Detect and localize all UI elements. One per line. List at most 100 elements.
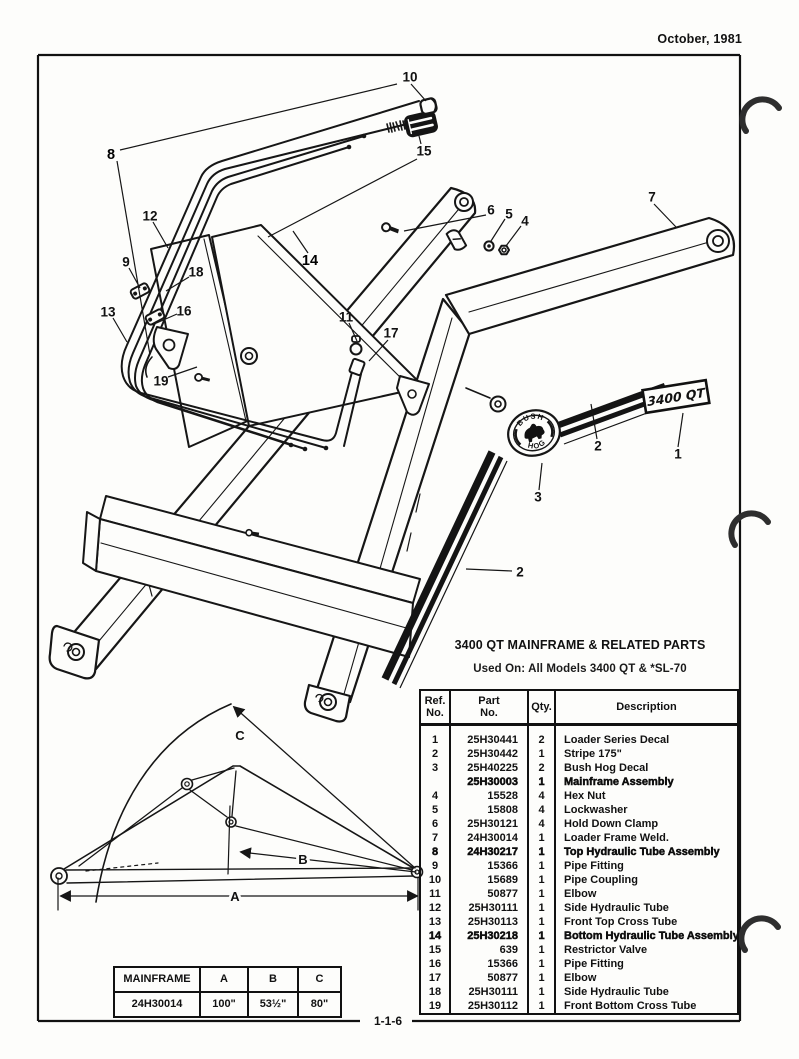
elbow-fitting	[348, 357, 366, 377]
cell-desc: Restrictor Valve	[554, 943, 738, 957]
cell-ref: 15	[428, 944, 442, 956]
cell-qty: 2	[527, 724, 555, 747]
restrictor-valve	[404, 110, 438, 138]
decals: BUSH HOG 3400 QT	[381, 378, 711, 689]
cell-desc: Top Hydraulic Tube Assembly	[554, 845, 738, 859]
dim-label-c: C	[235, 728, 245, 743]
cell-part: 25H30218	[449, 929, 528, 943]
cell-part: 15528	[449, 789, 528, 803]
cell-desc: Bush Hog Decal	[554, 761, 738, 775]
model-decal: 3400 QT	[641, 378, 711, 415]
page-date: October, 1981	[657, 32, 742, 46]
cell-part: 25H30441	[449, 724, 528, 747]
cell-ref: 4	[431, 790, 439, 802]
cell-ref: 1	[431, 734, 439, 746]
callout-12: 12	[142, 209, 157, 224]
mainframe-header-cell: B	[247, 966, 299, 993]
cell-part: 25H40225	[449, 761, 528, 775]
cell-ref: 6	[431, 818, 439, 830]
cell-qty: 1	[527, 999, 555, 1014]
cell-ref: 12	[428, 902, 442, 914]
callout-6: 6	[487, 203, 495, 218]
callout-7: 7	[648, 190, 656, 205]
cell-desc: Bottom Hydraulic Tube Assembly	[554, 929, 738, 943]
bush-hog-decal: BUSH HOG	[507, 408, 561, 457]
header-description: Description	[554, 690, 738, 726]
hole-mark-icon	[738, 915, 781, 953]
dim-line-c	[232, 705, 416, 869]
cell-qty: 1	[527, 775, 555, 789]
cell-part: 25H30442	[449, 747, 528, 761]
callout-11: 11	[339, 310, 354, 325]
callout-5: 5	[505, 207, 513, 222]
cell-desc: Pipe Coupling	[554, 873, 738, 887]
page-border	[36, 53, 742, 1023]
binder-hole-marks	[728, 96, 782, 953]
callout-10: 10	[402, 70, 417, 85]
cell-ref: 10	[428, 874, 442, 886]
cell-desc: Elbow	[554, 971, 738, 985]
cell-qty: 1	[527, 747, 555, 761]
hold-down-clamp-icon	[445, 229, 468, 251]
callout-14: 14	[302, 253, 318, 269]
cell-desc: Pipe Fitting	[554, 957, 738, 971]
top-tube-3	[134, 135, 365, 450]
pipe-clamp	[129, 282, 151, 300]
dim-label-b: B	[298, 852, 307, 867]
cell-desc: Front Top Cross Tube	[554, 915, 738, 929]
cell-qty: 2	[527, 761, 555, 775]
cell-qty: 1	[527, 887, 555, 901]
cell-part: 15689	[449, 873, 528, 887]
top-tube-1	[120, 100, 420, 442]
mainframe-drawing	[48, 186, 736, 723]
cell-desc: Stripe 175"	[554, 747, 738, 761]
header-part-no: Part No.	[449, 690, 528, 726]
cell-desc: Front Bottom Cross Tube	[554, 999, 738, 1014]
page-number: 1-1-6	[373, 1014, 402, 1028]
cell-qty: 1	[527, 845, 555, 859]
section-title: 3400 QT MAINFRAME & RELATED PARTS	[454, 638, 706, 652]
top-tube-4	[140, 146, 350, 446]
cell-qty: 4	[527, 789, 555, 803]
cell-ref: 11	[429, 888, 441, 900]
mainframe-header-cell: C	[297, 966, 342, 993]
hole-mark-icon	[739, 96, 782, 134]
used-on-note: Used On: All Models 3400 QT & *SL-70	[473, 663, 687, 675]
cell-part: 25H30121	[449, 817, 528, 831]
cell-part: 25H30112	[449, 999, 528, 1014]
cell-part: 15366	[449, 859, 528, 873]
cell-ref: 7	[431, 832, 439, 844]
leader-lines	[112, 83, 684, 572]
cell-part: 50877	[449, 971, 528, 985]
mainframe-value-cell: 100"	[199, 991, 249, 1018]
cell-ref: 13	[428, 916, 442, 928]
cell-ref	[420, 775, 450, 789]
callout-19: 19	[153, 374, 168, 389]
cell-qty: 1	[527, 859, 555, 873]
cell-qty: 1	[527, 943, 555, 957]
dimension-diagram: A B C	[50, 703, 424, 911]
cell-qty: 1	[527, 985, 555, 999]
pipe-clamp	[144, 308, 166, 326]
lug-bracket	[396, 375, 430, 416]
cell-ref: 16	[428, 958, 442, 970]
callout-18: 18	[188, 265, 204, 280]
mainframe-value-cell: 53½"	[247, 991, 299, 1018]
cell-desc: Hex Nut	[554, 789, 738, 803]
cell-ref: 19	[428, 1000, 442, 1012]
callout-16: 16	[176, 304, 192, 319]
cell-ref: 5	[431, 804, 439, 816]
